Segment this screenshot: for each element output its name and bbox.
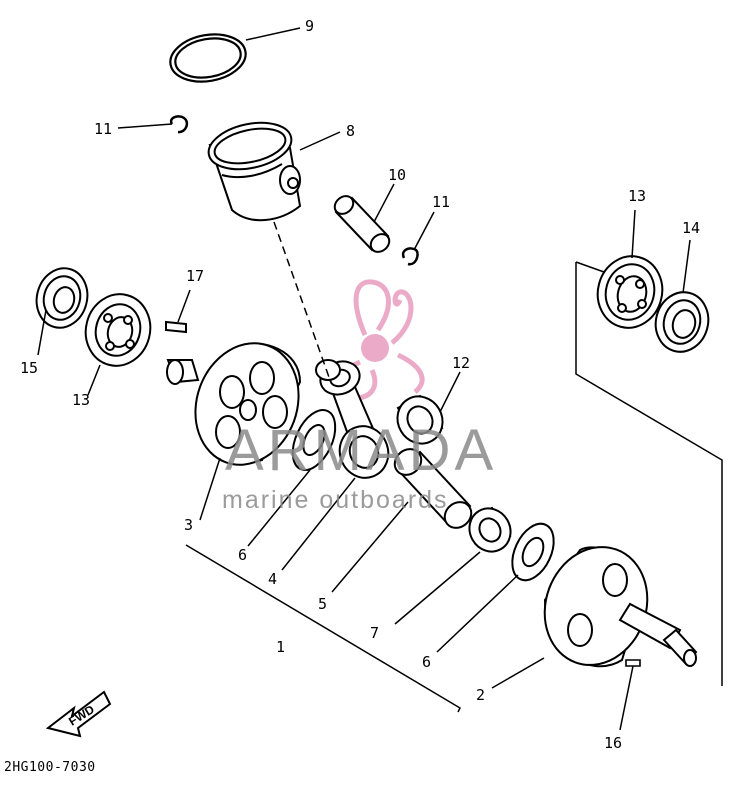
oil-seal-left xyxy=(35,267,89,329)
callout-12: 12 xyxy=(452,354,470,372)
circlip-right xyxy=(401,247,419,266)
callout-4: 4 xyxy=(268,570,277,588)
bearing-left xyxy=(84,293,152,367)
callout-8: 8 xyxy=(346,122,355,140)
callout-5: 5 xyxy=(318,595,327,613)
needle-bearing-7 xyxy=(468,506,512,553)
needle-bearing-12 xyxy=(396,394,444,445)
callout-13-right: 13 xyxy=(628,187,646,205)
crank-half-right xyxy=(543,546,698,668)
callout-6-left: 6 xyxy=(238,546,247,564)
crank-half-left xyxy=(166,342,302,466)
callout-10: 10 xyxy=(388,166,406,184)
callout-11-right: 11 xyxy=(432,193,450,211)
connecting-rod xyxy=(319,360,390,479)
callout-7: 7 xyxy=(370,624,379,642)
piston-ring xyxy=(169,33,247,83)
callout-14: 14 xyxy=(682,219,700,237)
oil-seal-right xyxy=(654,291,710,353)
small-end-bearing xyxy=(315,359,341,381)
watermark-brand: ARMADA xyxy=(225,418,497,483)
leader-lines xyxy=(37,27,723,731)
piston xyxy=(207,121,302,222)
woodruff-key-16 xyxy=(625,659,641,667)
callout-6-right: 6 xyxy=(422,653,431,671)
callout-16: 16 xyxy=(604,734,622,752)
thrust-washer-left xyxy=(291,409,337,471)
callout-1: 1 xyxy=(276,638,285,656)
callout-13-left: 13 xyxy=(72,391,90,409)
fwd-arrow-icon: FWD xyxy=(45,690,112,738)
callout-11-left: 11 xyxy=(94,120,112,138)
callout-2: 2 xyxy=(476,686,485,704)
bearing-right xyxy=(596,255,664,329)
drawing-code: 2HG100-7030 xyxy=(4,760,96,775)
woodruff-key-17 xyxy=(165,320,187,334)
circlip-left xyxy=(169,115,189,134)
callout-3: 3 xyxy=(184,516,193,534)
callout-15: 15 xyxy=(20,359,38,377)
callout-17: 17 xyxy=(186,267,204,285)
thrust-washer-right xyxy=(511,522,555,582)
watermark-tagline: marine outboards xyxy=(222,486,449,514)
piston-pin xyxy=(333,195,391,253)
crank-pin xyxy=(393,448,473,529)
callout-9: 9 xyxy=(305,17,314,35)
